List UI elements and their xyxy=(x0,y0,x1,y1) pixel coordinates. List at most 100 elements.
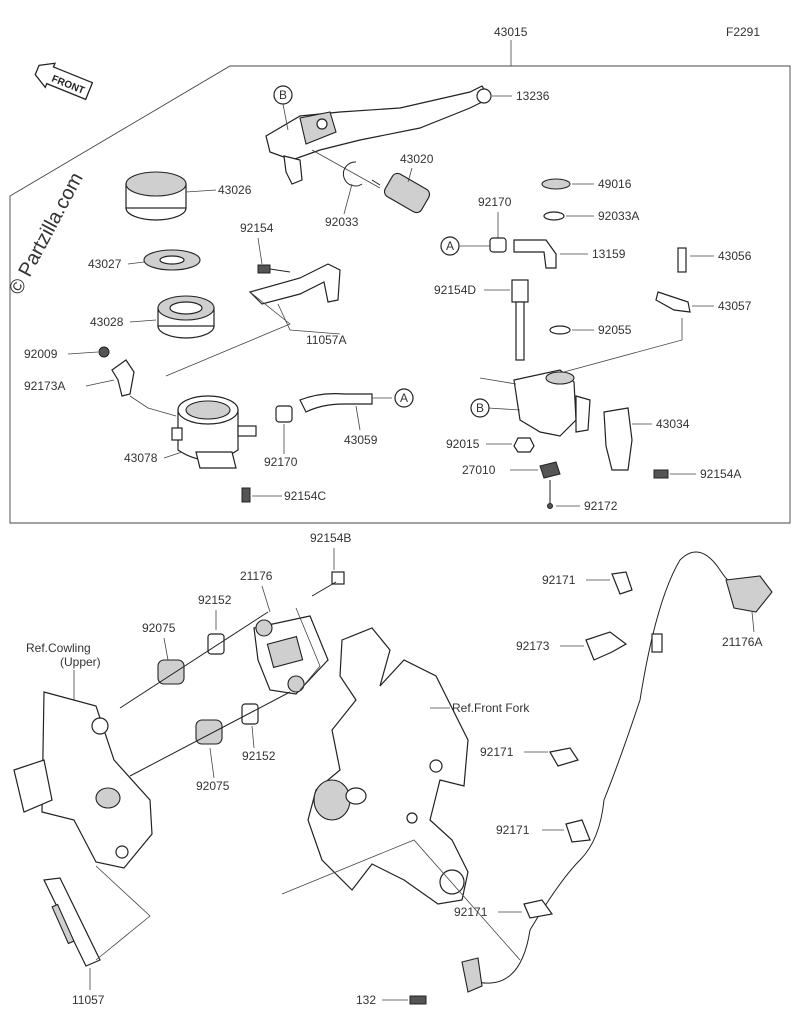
part-label-92154D: 92154D xyxy=(434,283,476,297)
part-label-11057A: 11057A xyxy=(306,333,346,347)
part-label-43015: 43015 xyxy=(494,25,528,39)
bolt-92154-top xyxy=(257,264,271,274)
nut-92015 xyxy=(513,437,535,453)
part-label-132: 132 xyxy=(356,993,376,1007)
part-label-43020: 43020 xyxy=(400,152,434,166)
clip-92171-a xyxy=(611,571,633,595)
clip-92171-d xyxy=(523,899,554,919)
part-label-92075-top: 92075 xyxy=(142,621,176,635)
master-cylinder-body xyxy=(513,369,591,437)
bolt-92154D xyxy=(511,279,529,303)
part-label-43028: 43028 xyxy=(90,315,124,329)
part-label-92154B: 92154B xyxy=(310,531,351,545)
part-label-92033: 92033 xyxy=(325,215,359,229)
part-label-92173A: 92173A xyxy=(24,379,65,393)
part-label-92170-left: 92170 xyxy=(264,455,298,469)
part-label-92154C: 92154C xyxy=(284,489,326,503)
reservoir-cap xyxy=(125,171,187,221)
part-label-27010: 27010 xyxy=(462,463,496,477)
clamp-92173 xyxy=(585,631,628,661)
damper-92075-bottom xyxy=(195,719,223,745)
callout-b-top-label: B xyxy=(279,88,287,102)
part-label-21176: 21176 xyxy=(240,569,273,583)
part-label-13236: 13236 xyxy=(516,89,550,103)
clamp-92170-left xyxy=(275,405,293,423)
brake-lever xyxy=(265,85,492,185)
reservoir xyxy=(171,395,257,469)
callout-a-right-label: A xyxy=(446,239,454,253)
cap-43057 xyxy=(655,291,691,313)
sensor-bracket-21176 xyxy=(253,615,329,695)
part-label-92170-right: 92170 xyxy=(478,195,512,209)
master-cylinder-box xyxy=(9,65,791,524)
screw-92009 xyxy=(98,346,110,358)
part-label-92171-a: 92171 xyxy=(542,573,576,587)
part-label-92015: 92015 xyxy=(446,437,480,451)
part-label-92154A: 92154A xyxy=(700,467,741,481)
ref-front-fork-label: Ref.Front Fork xyxy=(452,701,530,715)
push-rod xyxy=(311,149,431,214)
part-label-13159: 13159 xyxy=(592,247,626,261)
bleeder-43056 xyxy=(677,247,687,273)
callout-b-right-label: B xyxy=(476,401,484,415)
clip-92171-c xyxy=(565,819,591,843)
part-label-43057: 43057 xyxy=(718,299,752,313)
bracket-11057A xyxy=(248,263,341,305)
cap-49016 xyxy=(541,178,571,190)
clip-92171-b xyxy=(549,747,579,767)
front-direction-arrow: FRONT xyxy=(34,62,94,101)
part-label-92154: 92154 xyxy=(240,221,274,235)
part-label-43027: 43027 xyxy=(88,257,122,271)
abs-sensor-cable xyxy=(469,551,745,984)
collar-92152-bottom xyxy=(241,703,259,725)
part-label-21176A: 21176A xyxy=(722,635,762,649)
cowling-bracket-frame xyxy=(13,691,153,869)
bolt-132 xyxy=(409,995,427,1005)
callout-a-left-label: A xyxy=(400,391,408,405)
callout-a-left xyxy=(394,388,414,408)
part-label-92152-top: 92152 xyxy=(198,593,232,607)
ref-cowling-label: Ref.Cowling xyxy=(26,641,91,655)
screw-92172 xyxy=(547,503,553,509)
bolt-92154A xyxy=(653,469,669,479)
part-label-92171-c: 92171 xyxy=(496,823,530,837)
bolt-92154B xyxy=(331,571,345,585)
part-label-11057: 11057 xyxy=(72,993,105,1007)
front-fork xyxy=(307,627,469,905)
connector-21176A xyxy=(725,575,773,613)
part-label-92075-bottom: 92075 xyxy=(196,779,230,793)
part-label-43034: 43034 xyxy=(656,417,690,431)
part-label-92055: 92055 xyxy=(598,323,632,337)
collar-92152-top xyxy=(207,633,225,655)
watermark: © Partzilla.com xyxy=(5,169,88,298)
part-label-92171-d: 92171 xyxy=(454,905,488,919)
grommet xyxy=(651,633,663,653)
part-label-43056: 43056 xyxy=(718,249,752,263)
holder-43034 xyxy=(603,407,633,471)
part-label-92173: 92173 xyxy=(516,639,550,653)
part-label-92172: 92172 xyxy=(584,499,618,513)
bolt-92154C xyxy=(241,487,251,503)
part-label-43026: 43026 xyxy=(218,183,252,197)
bracket-11057 xyxy=(43,877,101,967)
part-label-92033A: 92033A xyxy=(598,209,639,223)
part-label-92009: 92009 xyxy=(24,347,58,361)
fitting-13159 xyxy=(513,239,557,269)
washer-92055 xyxy=(549,325,571,335)
part-label-43078: 43078 xyxy=(124,451,158,465)
part-label-49016: 49016 xyxy=(598,177,632,191)
diagram-id: F2291 xyxy=(726,25,760,39)
diaphragm xyxy=(157,295,215,339)
ref-cowling-sub-label: (Upper) xyxy=(60,655,101,669)
circlip-92033 xyxy=(342,161,363,187)
hose-43059 xyxy=(299,393,373,413)
circlip-92033A xyxy=(543,211,565,221)
switch-27010 xyxy=(539,461,561,479)
part-label-43059: 43059 xyxy=(344,433,378,447)
abs-sensor-head xyxy=(461,957,483,993)
part-label-92152-bottom: 92152 xyxy=(242,749,276,763)
clamp-92173A xyxy=(111,359,135,397)
part-label-92171-b: 92171 xyxy=(480,745,514,759)
damper-92075-top xyxy=(157,659,185,685)
